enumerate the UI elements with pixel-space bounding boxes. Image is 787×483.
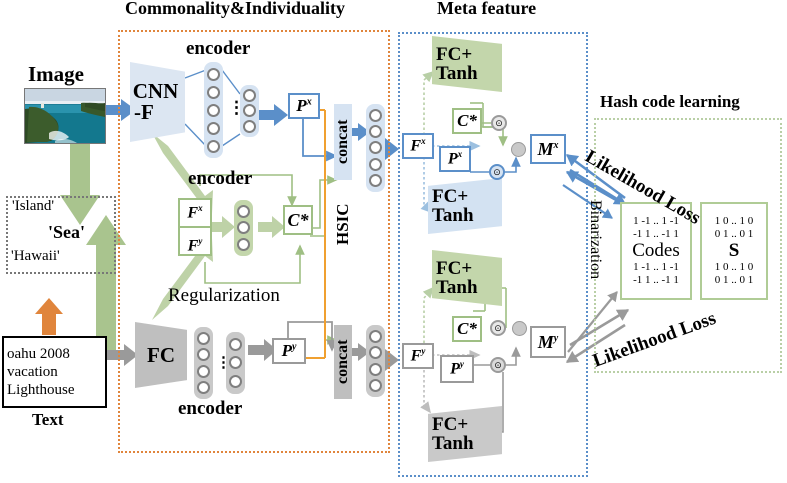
- fx-fy-box: Fx Fy: [178, 198, 212, 256]
- input-text-box: oahu 2008 vacation Lighthouse: [2, 336, 107, 408]
- fx-label-meta: Fx: [410, 136, 426, 155]
- fy-label-meta: Fy: [410, 346, 426, 365]
- tag-sea: 'Sea': [48, 222, 86, 242]
- c-star-box-mid: C*: [283, 205, 313, 235]
- fx-label-mid: Fx: [180, 195, 210, 228]
- px-box-meta: Px: [439, 146, 471, 172]
- c-star-box-x: C*: [452, 108, 482, 134]
- dot-operator-x-top: ⊙: [491, 115, 507, 131]
- fy-box-meta: Fy: [402, 343, 434, 369]
- dot-operator-y-bottom: ⊙: [490, 357, 506, 373]
- sum-operator-x: [511, 142, 526, 157]
- text-label: Text: [32, 410, 64, 429]
- mx-label: Mx: [537, 138, 559, 159]
- s-row-4: 0 1 .. 0 1: [714, 274, 754, 287]
- px-box: Px: [288, 93, 320, 119]
- my-box: My: [530, 326, 566, 358]
- fc-tanh-3-line1: FC+: [436, 258, 473, 279]
- tag-hawaii: 'Hawaii': [11, 248, 60, 264]
- fc-tanh-block-4: FC+ Tanh: [428, 406, 502, 462]
- fused-feature-column-bottom: [366, 325, 385, 397]
- c-star-label-x: C*: [457, 111, 477, 130]
- regularization-label: Regularization: [168, 285, 280, 306]
- fc-tanh-3-line2: Tanh: [436, 277, 478, 298]
- fc-tanh-1-line1: FC+: [436, 44, 473, 65]
- cnn-f-block: CNN -F: [130, 62, 185, 142]
- codes-row-1: 1 -1 .. 1 -1: [633, 215, 679, 228]
- s-row-3: 1 0 .. 1 0: [714, 261, 754, 274]
- fc-label: FC: [147, 342, 175, 367]
- encoder-layer-1-bottom: [194, 327, 213, 399]
- concat-top: concat: [334, 104, 352, 180]
- panel-hash-code-learning: [594, 118, 782, 373]
- concat-bottom: concat: [334, 325, 352, 399]
- title-hash-code-learning: Hash code learning: [600, 92, 740, 111]
- fc-tanh-4-line1: FC+: [432, 414, 469, 435]
- dot-operator-x-bottom: ⊙: [489, 164, 505, 180]
- px-label-meta: Px: [447, 149, 463, 168]
- encoder-label-mid: encoder: [188, 168, 253, 189]
- hsic-label: HSIC: [333, 203, 352, 245]
- encoder-layer-1-top: [204, 62, 223, 158]
- arrow-orange-up: [35, 298, 63, 335]
- fc-tanh-4-line2: Tanh: [432, 433, 474, 454]
- py-box: Py: [272, 338, 306, 364]
- panel-commonality-individuality: [118, 30, 390, 453]
- tags-group: [6, 196, 116, 274]
- input-image-thumbnail: [24, 88, 106, 144]
- cnn-f-line2: -F: [134, 100, 154, 124]
- input-text-value: oahu 2008 vacation Lighthouse: [7, 345, 75, 399]
- title-commonality-individuality: Commonality&Individuality: [125, 0, 346, 18]
- s-row-1: 1 0 .. 1 0: [714, 215, 754, 228]
- sum-operator-y: [512, 321, 527, 336]
- fc-tanh-1-line2: Tanh: [436, 63, 478, 84]
- codes-matrix: 1 -1 .. 1 -1 -1 1 .. -1 1 Codes 1 -1 .. …: [620, 202, 692, 300]
- fc-tanh-block-2: FC+ Tanh: [428, 178, 502, 234]
- fc-block: FC: [135, 322, 187, 388]
- title-meta-feature: Meta feature: [437, 0, 537, 18]
- encoder-layer-2-top: [240, 85, 259, 137]
- fc-tanh-block-3: FC+ Tanh: [432, 250, 502, 306]
- fc-tanh-2-line1: FC+: [432, 186, 469, 207]
- c-star-label-mid: C*: [287, 209, 309, 230]
- s-matrix-name: S: [728, 239, 740, 261]
- fy-label-mid: Fy: [187, 236, 203, 255]
- panel-meta-feature: [398, 32, 588, 477]
- py-label-meta: Py: [450, 359, 464, 378]
- encoder-label-top: encoder: [186, 38, 251, 59]
- concat-top-label: concat: [334, 119, 351, 165]
- mx-box: Mx: [530, 134, 566, 164]
- encoder-layer-2-bottom: [226, 332, 245, 394]
- fused-feature-column-top: [366, 104, 385, 192]
- my-label: My: [537, 331, 559, 352]
- cnn-f-line1: CNN: [132, 79, 179, 103]
- codes-matrix-name: Codes: [632, 239, 680, 261]
- py-box-meta: Py: [440, 355, 474, 383]
- py-label: Py: [281, 341, 297, 360]
- s-matrix: 1 0 .. 1 0 0 1 .. 0 1 S 1 0 .. 1 0 0 1 .…: [700, 202, 768, 300]
- codes-row-4: -1 1 .. -1 1: [633, 274, 679, 287]
- shared-encoder-column: [234, 200, 253, 256]
- binarization-label: Binarization: [587, 200, 604, 280]
- codes-row-3: 1 -1 .. 1 -1: [633, 261, 679, 274]
- px-label: Px: [296, 96, 312, 115]
- encoder-label-bottom: encoder: [178, 398, 243, 419]
- fc-tanh-block-1: FC+ Tanh: [432, 36, 502, 92]
- dot-operator-y-top: ⊙: [490, 320, 506, 336]
- c-star-box-y: C*: [452, 316, 482, 342]
- codes-row-2: -1 1 .. -1 1: [633, 227, 679, 240]
- c-star-label-y: C*: [457, 319, 477, 338]
- s-row-2: 0 1 .. 0 1: [714, 227, 754, 240]
- tag-island: 'Island': [12, 198, 55, 214]
- concat-bottom-label: concat: [334, 339, 351, 385]
- fx-box-meta: Fx: [402, 133, 434, 159]
- fc-tanh-2-line2: Tanh: [432, 205, 474, 226]
- image-label: Image: [28, 62, 84, 86]
